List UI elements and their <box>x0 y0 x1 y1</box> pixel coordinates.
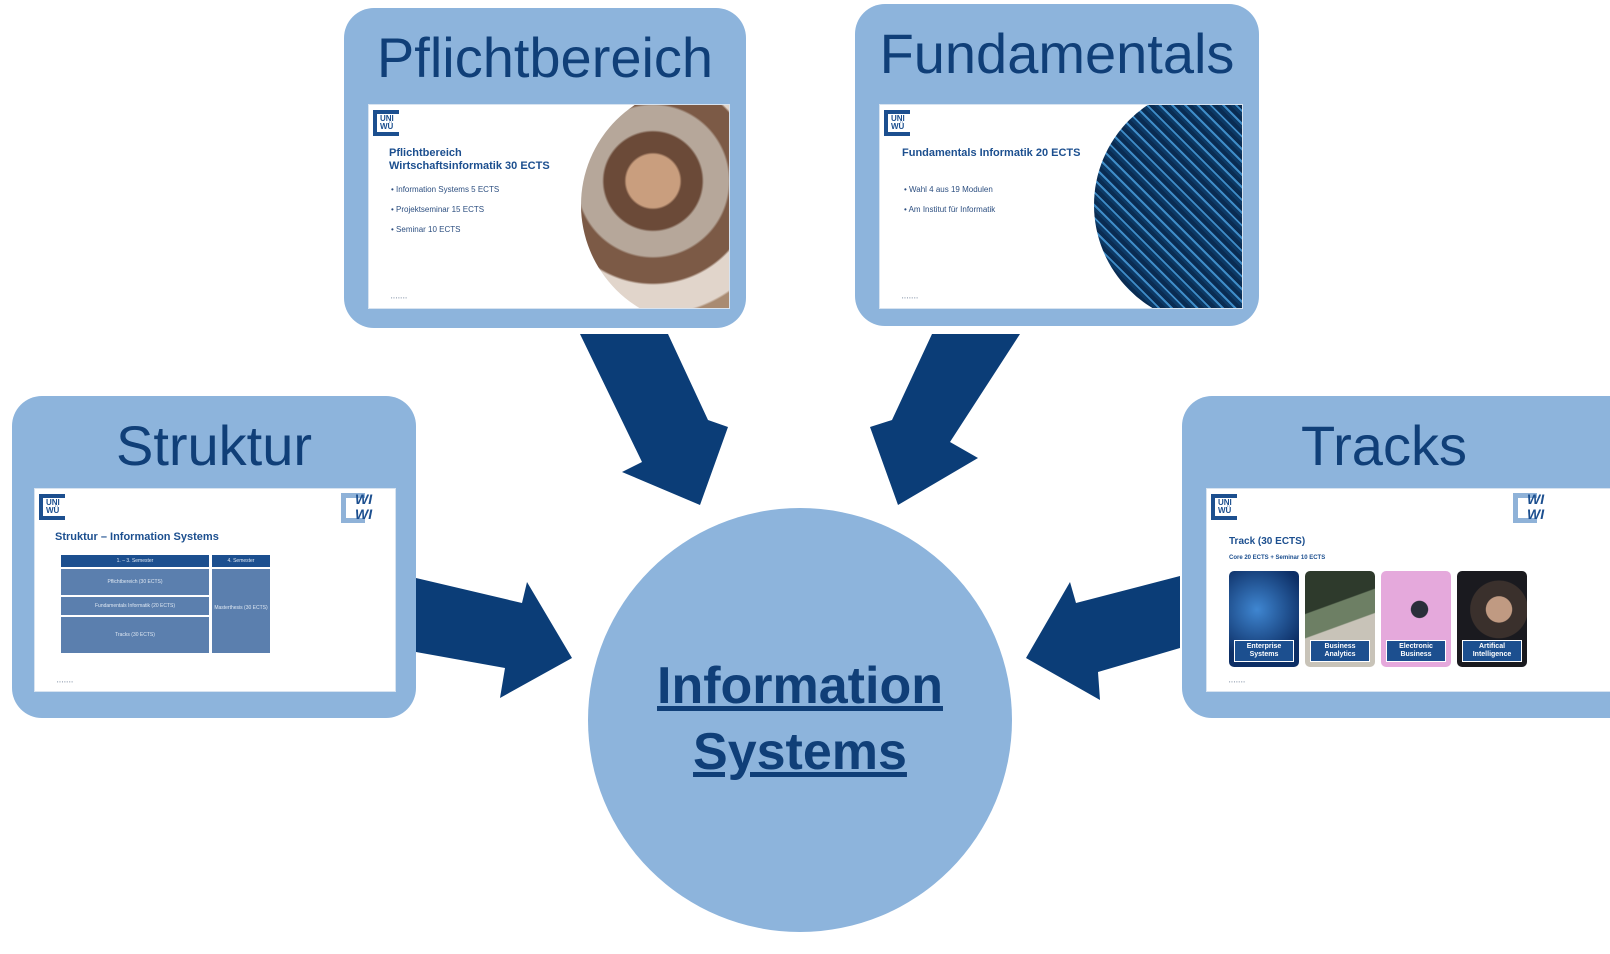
slide-footer: ▪▪▪▪▪▪▪ <box>391 295 408 300</box>
slide-footer: ▪▪▪▪▪▪▪ <box>1229 679 1246 684</box>
slide-thumbnail-struktur: UNI WÜ WI WI Struktur – Information Syst… <box>34 488 396 692</box>
slide-bullet-list: Wahl 4 aus 19 Modulen Am Institut für In… <box>904 185 996 225</box>
arrow-fundamentals-to-center <box>870 334 1020 505</box>
table-row: Pflichtbereich (30 ECTS) <box>61 569 209 595</box>
slide-thumbnail-fundamentals: UNI WÜ Fundamentals Informatik 20 ECTS W… <box>879 104 1243 309</box>
uni-logo: UNI WÜ <box>373 110 399 136</box>
arrow-pflichtbereich-to-center <box>580 334 728 505</box>
uni-logo: UNI WÜ <box>884 110 910 136</box>
circuit-board-image <box>1094 105 1242 308</box>
table-header-col2: 4. Semester <box>212 555 270 567</box>
arrow-struktur-to-center <box>416 578 572 698</box>
teamwork-hands-image <box>581 105 729 308</box>
slide-subheading: Core 20 ECTS + Seminar 10 ECTS <box>1229 555 1326 561</box>
card-title-fundamentals: Fundamentals <box>879 22 1235 85</box>
wi-logo: WI WI <box>1513 492 1559 523</box>
card-title-struktur: Struktur <box>115 414 313 477</box>
table-row: Tracks (30 ECTS) <box>61 617 209 653</box>
card-title-pflichtbereich: Pflichtbereich <box>376 26 714 89</box>
slide-bullet-list: Information Systems 5 ECTS Projektsemina… <box>391 185 499 245</box>
track-label: Artifical Intelligence <box>1462 640 1522 662</box>
card-fundamentals: Fundamentals UNI WÜ Fundamentals Informa… <box>855 4 1259 326</box>
bullet-item: Seminar 10 ECTS <box>391 225 499 234</box>
table-header-col1: 1. – 3. Semester <box>61 555 209 567</box>
slide-footer: ▪▪▪▪▪▪▪ <box>57 679 74 684</box>
wi-logo: WI WI <box>341 492 387 523</box>
slide-heading: Fundamentals Informatik 20 ECTS <box>902 147 1081 159</box>
table-thesis-cell: Masterthesis (30 ECTS) <box>212 569 270 653</box>
bullet-item: Information Systems 5 ECTS <box>391 185 499 194</box>
bullet-item: Wahl 4 aus 19 Modulen <box>904 185 995 194</box>
center-label-line2: Systems <box>693 723 907 781</box>
slide-heading: Track (30 ECTS) <box>1229 536 1306 547</box>
track-tile-artificial-intelligence: Artifical Intelligence <box>1457 571 1527 667</box>
card-pflichtbereich: Pflichtbereich UNI WÜ Pflichtbereich Wir… <box>344 8 746 328</box>
track-label: Electronic Business <box>1386 640 1446 662</box>
card-tracks: Tracks UNI WÜ WI WI Track (30 ECTS) Core… <box>1182 396 1610 718</box>
track-tile-business-analytics: Business Analytics <box>1305 571 1375 667</box>
table-row: Fundamentals Informatik (20 ECTS) <box>61 597 209 615</box>
slide-heading: Struktur – Information Systems <box>55 531 219 543</box>
slide-thumbnail-pflichtbereich: UNI WÜ Pflichtbereich Wirtschaftsinforma… <box>368 104 730 309</box>
uni-logo: UNI WÜ <box>1211 494 1237 520</box>
arrow-tracks-to-center <box>1026 576 1180 700</box>
bullet-item: Projektseminar 15 ECTS <box>391 205 499 214</box>
card-title-tracks: Tracks <box>1301 414 1467 477</box>
center-label-line1: Information <box>657 657 943 715</box>
track-label: Enterprise Systems <box>1234 640 1294 662</box>
track-label: Business Analytics <box>1310 640 1370 662</box>
uni-logo: UNI WÜ <box>39 494 65 520</box>
track-tile-electronic-business: Electronic Business <box>1381 571 1451 667</box>
bullet-item: Am Institut für Informatik <box>904 205 996 214</box>
slide-thumbnail-tracks: UNI WÜ WI WI Track (30 ECTS) Core 20 ECT… <box>1206 488 1610 692</box>
slide-heading: Pflichtbereich Wirtschaftsinformatik 30 … <box>389 147 550 172</box>
card-struktur: Struktur UNI WÜ WI WI Struktur – Informa… <box>12 396 416 718</box>
center-node-information-systems: Information Systems <box>588 508 1012 932</box>
slide-footer: ▪▪▪▪▪▪▪ <box>902 295 919 300</box>
semester-table: 1. – 3. Semester 4. Semester Pflichtbere… <box>61 555 271 659</box>
track-tile-enterprise-systems: Enterprise Systems <box>1229 571 1299 667</box>
